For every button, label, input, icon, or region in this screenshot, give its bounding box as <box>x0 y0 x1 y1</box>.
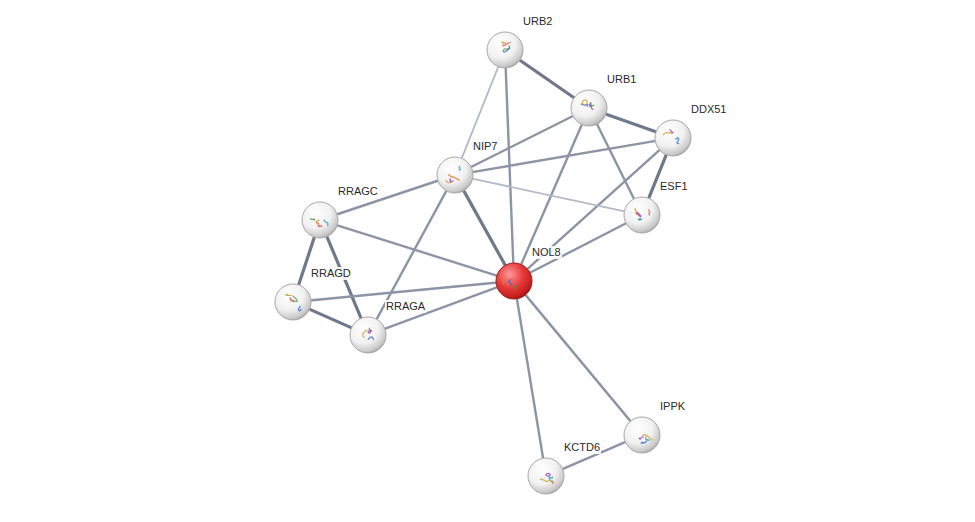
protein-node: KCTD6 <box>527 457 565 495</box>
interaction-edge <box>386 288 496 329</box>
protein-label: ESF1 <box>659 180 689 193</box>
interaction-edge <box>472 116 572 166</box>
protein-node: URB2 <box>486 31 524 69</box>
protein-node: ESF1 <box>623 196 661 234</box>
protein-label: RRAGC <box>337 185 379 198</box>
interaction-edge <box>462 68 498 158</box>
protein-label: KCTD6 <box>563 441 601 454</box>
protein-ball <box>274 283 312 321</box>
interaction-edge <box>526 296 630 421</box>
protein-ball <box>623 196 661 234</box>
interaction-edge <box>464 192 505 265</box>
protein-label: URB1 <box>606 73 637 86</box>
protein-node: RRAGC <box>301 201 339 239</box>
interaction-edge <box>517 300 543 458</box>
interaction-edge <box>310 310 350 328</box>
protein-node: RRAGD <box>274 283 312 321</box>
protein-node: DDX51 <box>654 119 692 157</box>
interaction-edge <box>607 114 655 131</box>
protein-label: NOL8 <box>531 246 562 259</box>
protein-ball <box>349 316 387 354</box>
protein-node: NIP7 <box>436 156 474 194</box>
protein-label: RRAGA <box>385 300 426 313</box>
protein-node: URB1 <box>570 89 608 127</box>
protein-ball <box>486 31 524 69</box>
interaction-edge <box>522 125 582 263</box>
interaction-edge <box>338 226 496 276</box>
interaction-edge <box>377 192 446 319</box>
interaction-edge <box>597 125 633 198</box>
protein-label: RRAGD <box>310 267 352 280</box>
interaction-edge <box>474 179 624 211</box>
protein-label: DDX51 <box>690 103 727 116</box>
interaction-edge <box>531 224 625 273</box>
protein-node: IPPK <box>623 416 661 454</box>
protein-ball <box>495 262 533 300</box>
protein-node: NOL8 <box>495 262 533 300</box>
interaction-edge <box>474 141 655 172</box>
protein-ball <box>527 457 565 495</box>
protein-node: RRAGA <box>349 316 387 354</box>
protein-label: URB2 <box>522 15 553 28</box>
protein-ball <box>570 89 608 127</box>
interaction-edge <box>521 61 574 97</box>
protein-ball <box>301 201 339 239</box>
protein-ball <box>623 416 661 454</box>
protein-label: IPPK <box>659 400 686 413</box>
protein-ball <box>436 156 474 194</box>
protein-ball <box>654 119 692 157</box>
protein-label: NIP7 <box>472 140 498 153</box>
